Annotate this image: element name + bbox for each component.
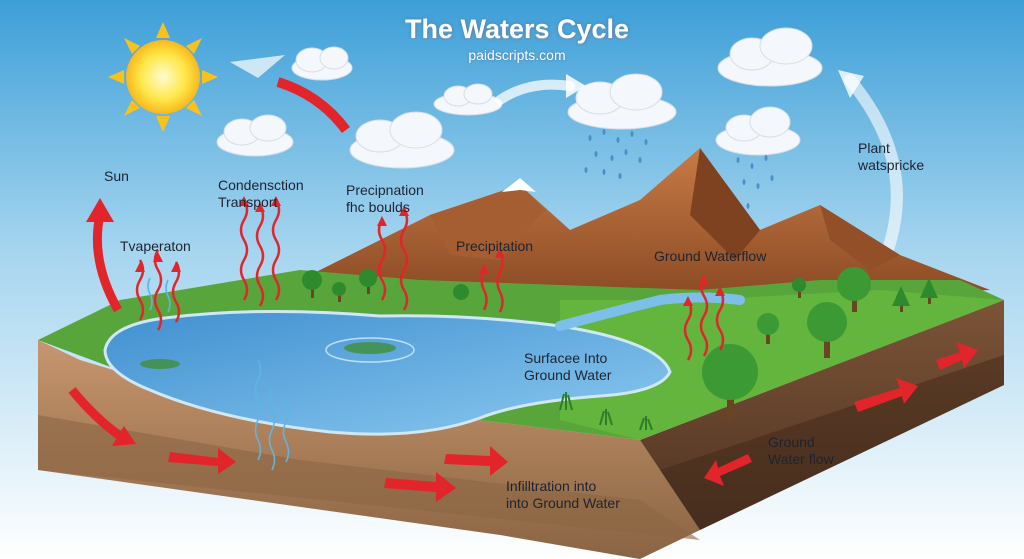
label-surface-water: Surfacee Into Ground Water (524, 350, 612, 383)
mountains (300, 148, 990, 300)
cloud-icon (291, 46, 353, 81)
label-infiltration: Infilltration into into Ground Water (506, 478, 620, 511)
tree-icon (302, 270, 322, 298)
red-arrow-icon (92, 214, 122, 313)
vapour-lines (147, 277, 290, 471)
label-plant: Plant watspricke (858, 140, 925, 173)
red-arrow-icon (86, 198, 114, 222)
diagram-title: The Waters Cycle (404, 14, 630, 44)
diagram-subtitle: paidscripts.com (468, 47, 566, 63)
tree-icon (792, 278, 806, 298)
white-arrow-icon (844, 74, 903, 276)
tree-icon (837, 267, 871, 312)
white-arrow-icon (230, 55, 285, 78)
tree-icon (453, 284, 469, 300)
tree-icon (807, 302, 847, 358)
cloud-icon (216, 114, 294, 157)
red-arrow-icon (276, 77, 351, 134)
cloud-icon (715, 106, 801, 156)
tree-icon (332, 282, 346, 302)
sun-icon (108, 22, 218, 132)
tree-icon (757, 313, 779, 344)
tree-icon (892, 286, 910, 312)
label-ground-waterflow-top: Ground Waterflow (654, 248, 767, 264)
tree-icon (920, 278, 938, 304)
cloud-icon (717, 27, 823, 87)
label-ground-water-flow: Ground Water flow (768, 434, 834, 467)
label-precipitation-clouds: Precipnation fhc boulds (346, 182, 424, 215)
label-evaporation: Tvaperaton (120, 238, 191, 254)
groundwater-arrows (68, 342, 978, 502)
tree-icon (359, 269, 377, 294)
grass-tufts (559, 392, 653, 431)
cloud-icon (349, 111, 455, 169)
white-arrow-icon (495, 79, 575, 105)
river (555, 292, 745, 331)
evaporation-arrowheads (135, 196, 725, 306)
cloud-icon (567, 73, 677, 130)
white-arrow-icon (566, 74, 586, 98)
tree-icon (702, 344, 758, 420)
label-sun: Sun (104, 168, 129, 184)
white-arrow-icon (838, 70, 864, 98)
label-condensation: Condensction Transport (218, 177, 304, 210)
label-precipitation: Precipitation (456, 238, 534, 254)
lake (103, 309, 672, 436)
